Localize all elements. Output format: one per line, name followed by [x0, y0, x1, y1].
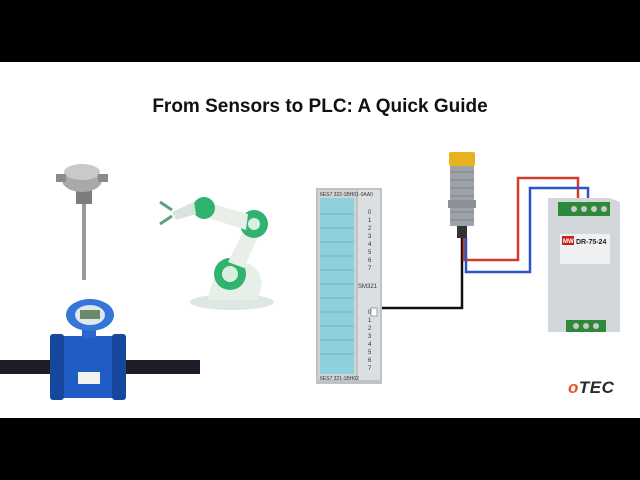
diagram-illustration: 6ES7 322-1BH01-0AA0 SM321 6ES7 321-1BH02… — [0, 62, 640, 418]
flowmeter-icon — [0, 299, 200, 400]
power-supply-brand: MW — [563, 239, 574, 245]
signal-wire — [382, 238, 462, 308]
temperature-sensor-icon — [56, 164, 108, 280]
power-supply-icon: MW DR-75-24 — [548, 198, 620, 332]
plc-top-label: 6ES7 322-1BH01-0AA0 — [320, 192, 373, 198]
power-supply-model: DR-75-24 — [576, 239, 606, 246]
proximity-sensor-icon — [448, 152, 476, 238]
robotic-arm-icon — [160, 197, 274, 310]
otec-logo: oTEC — [568, 378, 614, 398]
slide-canvas: From Sensors to PLC: A Quick Guide — [0, 62, 640, 418]
plc-model-label: SM321 — [358, 284, 378, 290]
plc-module: 6ES7 322-1BH01-0AA0 SM321 6ES7 321-1BH02… — [316, 188, 382, 384]
plc-bottom-label: 6ES7 321-1BH02 — [320, 376, 359, 382]
